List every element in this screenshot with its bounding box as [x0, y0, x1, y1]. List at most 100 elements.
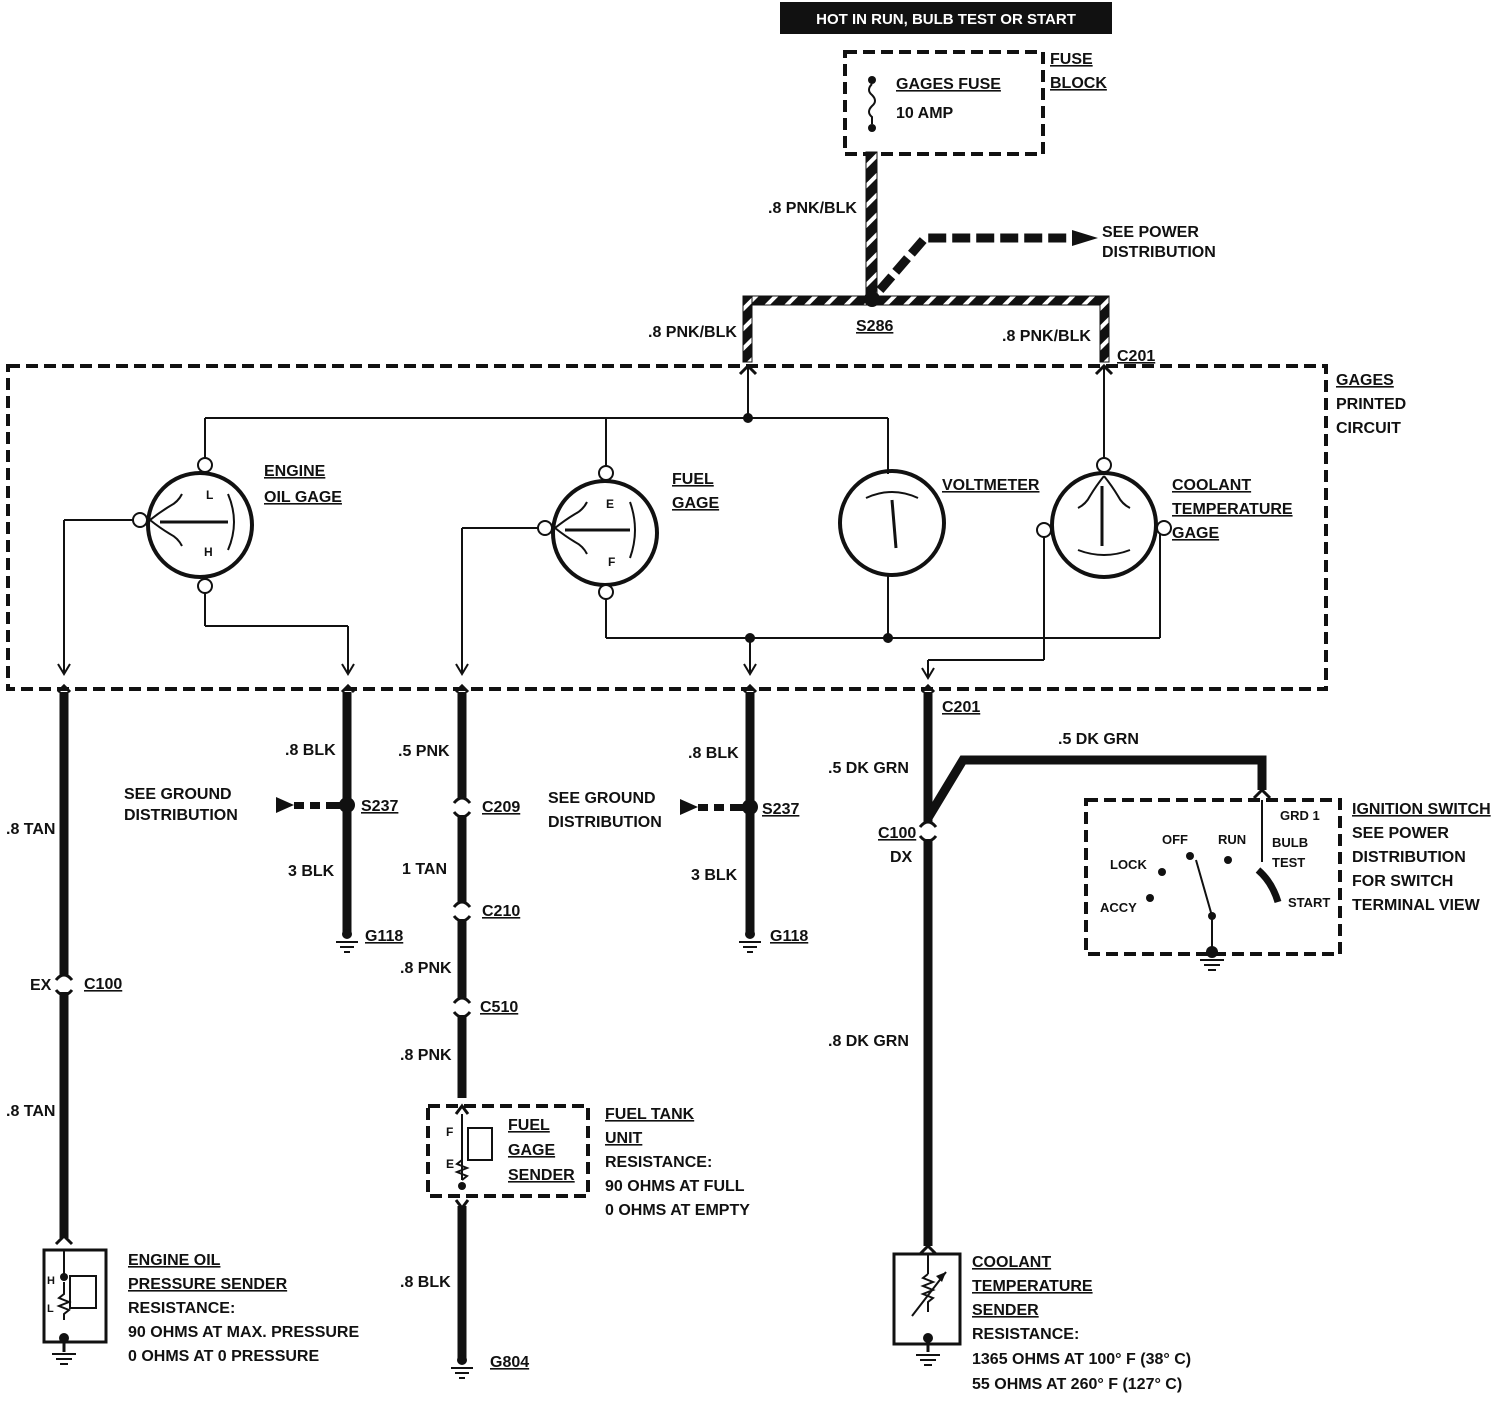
oil-sender-mark-h: H — [47, 1275, 55, 1287]
ignition-switch: GRD 1 BULB TEST OFF RUN LOCK ACCY START … — [1084, 787, 1491, 971]
fuel-sender-mark-e: E — [446, 1157, 454, 1171]
fuel-circuit: .5 PNK C209 1 TAN C210 .8 PNK C510 .8 PN… — [398, 692, 520, 1098]
voltmeter-label: VOLTMETER — [942, 477, 1040, 494]
oil-sender-zero: 0 OHMS AT 0 PRESSURE — [128, 1348, 319, 1365]
oil-gage-mark-high: H — [204, 545, 213, 559]
gages-fuse-label: GAGES FUSE — [896, 76, 1001, 93]
coolant-gage-label-1: COOLANT — [1172, 477, 1251, 494]
switch-pos-accy: ACCY — [1100, 900, 1137, 915]
switch-pos-lock: LOCK — [1110, 857, 1147, 872]
switch-pos-run: RUN — [1218, 832, 1246, 847]
coolant-sender-title-2: TEMPERATURE — [972, 1278, 1093, 1295]
power-condition-banner: HOT IN RUN, BULB TEST OR START — [780, 2, 1112, 34]
fuel-sender-mark-f: F — [446, 1125, 453, 1139]
switch-pos-start: START — [1288, 895, 1330, 910]
fuel-gage-label-1: FUEL — [672, 471, 714, 488]
oil-pressure-sender: H L ENGINE OIL PRESSURE SENDER RESISTANC… — [42, 1233, 359, 1365]
fuel-tank-resistance: RESISTANCE: — [605, 1154, 712, 1171]
power-condition-text: HOT IN RUN, BULB TEST OR START — [816, 11, 1076, 28]
coolant-temperature-gage: COOLANT TEMPERATURE GAGE — [1036, 457, 1293, 579]
oil-sender-title-1: ENGINE OIL — [128, 1252, 221, 1269]
coolant-wire-upper: .5 DK GRN — [828, 760, 909, 777]
ignition-switch-title: IGNITION SWITCH — [1352, 801, 1491, 818]
coolant-circuit: C201 .5 DK GRN .5 DK GRN C100 DX .8 DK G… — [828, 692, 1267, 1246]
switch-pos-grd: GRD 1 — [1280, 808, 1320, 823]
engine-oil-gage: L H ENGINE OIL GAGE — [132, 457, 342, 594]
internal-circuit-lines — [57, 366, 1161, 680]
ground-circuit-2: SEE GROUND DISTRIBUTION .8 BLK S237 3 BL… — [548, 692, 808, 953]
oil-connector-label: C100 — [84, 976, 122, 993]
fuel-tank-title-1: FUEL TANK — [605, 1106, 695, 1123]
fuel-sender-box-2: GAGE — [508, 1142, 555, 1159]
oil-wire-lower-label: .8 TAN — [6, 1103, 55, 1120]
ground2-upper-label: .8 BLK — [688, 745, 739, 762]
switch-pos-off: OFF — [1162, 832, 1188, 847]
left-feed-label: .8 PNK/BLK — [648, 324, 737, 341]
coolant-connector-top: C201 — [942, 699, 980, 716]
fuel-gage: E F FUEL GAGE — [537, 465, 719, 600]
oil-sender-title-2: PRESSURE SENDER — [128, 1276, 288, 1293]
bottom-connectors — [56, 683, 936, 694]
coolant-branch-label: .5 DK GRN — [1058, 731, 1139, 748]
coolant-sender-cold: 1365 OHMS AT 100° F (38° C) — [972, 1351, 1191, 1368]
ignition-switch-note3: FOR SWITCH — [1352, 873, 1453, 890]
oil-sender-resistance: RESISTANCE: — [128, 1300, 235, 1317]
ground2-splice-label: S237 — [762, 801, 799, 818]
right-feed-label: .8 PNK/BLK — [1002, 328, 1091, 345]
ground2-point-label: G118 — [770, 928, 808, 945]
ground1-lower-label: 3 BLK — [288, 863, 335, 880]
fuel-gage-sender: F E FUEL GAGE SENDER FUEL TANK UNIT RESI… — [400, 1103, 750, 1379]
coolant-temperature-sender: COOLANT TEMPERATURE SENDER RESISTANCE: 1… — [892, 1243, 1191, 1393]
fuel-sender-box-3: SENDER — [508, 1167, 575, 1184]
ground2-lower-label: 3 BLK — [691, 867, 738, 884]
fuse-block-title-1: FUSE — [1050, 51, 1093, 68]
oil-sender-max: 90 OHMS AT MAX. PRESSURE — [128, 1324, 359, 1341]
oil-connector-sublabel: EX — [30, 977, 52, 994]
fuse-symbol — [868, 83, 876, 124]
voltmeter: VOLTMETER — [838, 469, 1040, 577]
fuel-wire-mid: 1 TAN — [402, 861, 447, 878]
fuel-c210: C210 — [482, 903, 520, 920]
ground1-point-label: G118 — [365, 928, 403, 945]
fuse-rating: 10 AMP — [896, 105, 954, 122]
fuse-block: GAGES FUSE 10 AMP FUSE BLOCK — [843, 50, 1107, 156]
fuse-block-title-2: BLOCK — [1050, 75, 1107, 92]
fuel-tank-empty: 0 OHMS AT EMPTY — [605, 1202, 750, 1219]
oil-gage-label-2: OIL GAGE — [264, 489, 342, 506]
ground-dist-right-1: SEE GROUND — [548, 790, 656, 807]
printed-circuit-line2: PRINTED — [1336, 396, 1406, 413]
power-distribution-branch: SEE POWER DISTRIBUTION — [876, 224, 1216, 293]
coolant-sender-title-3: SENDER — [972, 1302, 1039, 1319]
printed-circuit-line1: GAGES — [1336, 372, 1394, 389]
coolant-wire-lower: .8 DK GRN — [828, 1033, 909, 1050]
fuel-wire-below-c510: .8 PNK — [400, 1047, 452, 1064]
coolant-sender-hot: 55 OHMS AT 260° F (127° C) — [972, 1376, 1182, 1393]
oil-gage-mark-low: L — [206, 488, 213, 502]
coolant-c100-sub: DX — [890, 849, 913, 866]
fuel-wire-below-c210: .8 PNK — [400, 960, 452, 977]
ground-dist-right-2: DISTRIBUTION — [548, 814, 662, 831]
coolant-c100: C100 — [878, 825, 916, 842]
oil-sender-mark-l: L — [47, 1303, 54, 1315]
coolant-sender-resistance: RESISTANCE: — [972, 1326, 1079, 1343]
coolant-gage-label-2: TEMPERATURE — [1172, 501, 1293, 518]
splice-s286: S286 .8 PNK/BLK .8 PNK/BLK C201 — [648, 291, 1155, 365]
fuel-ground-label: G804 — [490, 1354, 529, 1371]
switch-pos-test: TEST — [1272, 855, 1305, 870]
feed-wire-label: .8 PNK/BLK — [768, 200, 857, 217]
fuel-c209: C209 — [482, 799, 520, 816]
ignition-switch-note2: DISTRIBUTION — [1352, 849, 1466, 866]
printed-circuit-line3: CIRCUIT — [1336, 420, 1401, 437]
fuel-c510: C510 — [480, 999, 518, 1016]
ignition-switch-note4: TERMINAL VIEW — [1352, 897, 1481, 914]
ignition-switch-note1: SEE POWER — [1352, 825, 1449, 842]
fuel-wire-upper: .5 PNK — [398, 743, 450, 760]
oil-pressure-circuit: .8 TAN EX C100 .8 TAN — [6, 692, 122, 1238]
power-distribution-line1: SEE POWER — [1102, 224, 1199, 241]
fuel-ground-wire-label: .8 BLK — [400, 1274, 451, 1291]
ground-dist-left-1: SEE GROUND — [124, 786, 232, 803]
fuel-tank-full: 90 OHMS AT FULL — [605, 1178, 745, 1195]
ground-dist-left-2: DISTRIBUTION — [124, 807, 238, 824]
splice-s286-label: S286 — [856, 318, 893, 335]
